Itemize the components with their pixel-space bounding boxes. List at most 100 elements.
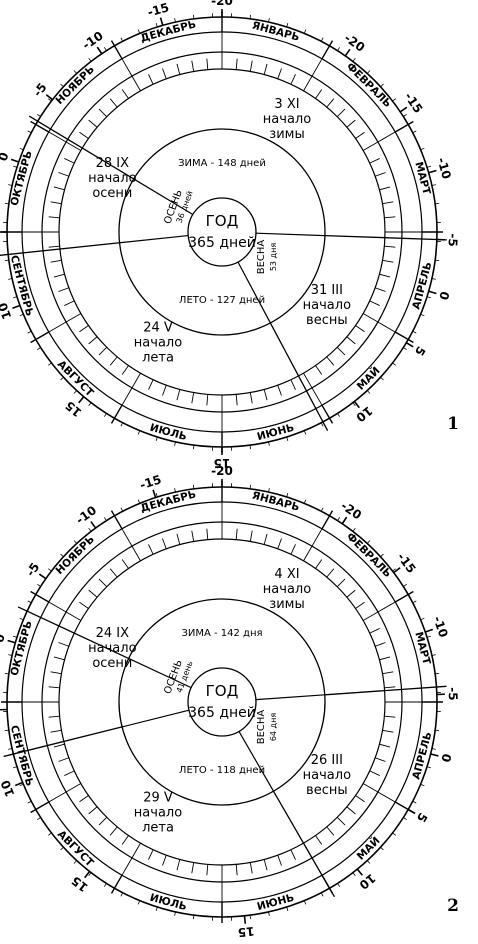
core-circle [188, 668, 256, 736]
day-tick [250, 863, 252, 874]
day-tick [49, 314, 81, 333]
day-tick [192, 863, 194, 874]
scale-tick [435, 730, 439, 731]
season-summer: ЛЕТО - 118 дней [179, 765, 265, 776]
date-autumn: 28 IX [96, 156, 130, 171]
scale-label: 5 [412, 344, 428, 358]
ring [59, 69, 385, 395]
scale-label: -20 [211, 464, 233, 478]
day-tick [379, 274, 390, 277]
day-tick [236, 394, 237, 405]
scale-tick [304, 431, 306, 435]
scale-tick [138, 901, 140, 905]
day-tick [236, 59, 237, 70]
day-tick [49, 716, 60, 717]
day-tick [370, 158, 380, 163]
day-tick [383, 730, 394, 732]
scale-label: 15 [69, 873, 91, 894]
day-tick [337, 347, 345, 355]
scale-tick [48, 833, 51, 835]
season-spoke [270, 323, 327, 431]
scale-tick [421, 784, 425, 786]
day-tick [110, 99, 117, 107]
day-tick [89, 807, 97, 814]
month-label: НОЯБРЬ [54, 534, 97, 577]
scale-tick [413, 801, 417, 803]
day-tick [122, 843, 141, 875]
scale-label: -10 [430, 614, 450, 639]
day-tick [264, 534, 267, 545]
day-tick [99, 347, 107, 355]
scale-tick [193, 445, 194, 449]
ring [42, 52, 402, 412]
day-tick [79, 325, 88, 331]
day-tick [356, 325, 365, 331]
scale-label: 10 [353, 403, 375, 424]
date-summer: начало [134, 805, 182, 820]
day-tick [64, 301, 74, 306]
day-tick [51, 202, 62, 204]
day-tick [291, 850, 296, 860]
scale-tick [435, 203, 439, 204]
scale-marker [12, 306, 20, 309]
day-tick [327, 569, 334, 577]
scale-label: -15 [402, 90, 426, 116]
scale-label: -20 [342, 31, 368, 55]
day-tick [278, 385, 282, 395]
scale-tick [381, 377, 384, 380]
scale-tick [250, 15, 251, 19]
day-tick [122, 59, 141, 91]
day-tick [110, 357, 117, 365]
scale-label: -15 [138, 472, 163, 492]
ring [22, 502, 422, 902]
date-spring: 26 III [311, 753, 343, 768]
date-winter: 4 XI [274, 567, 299, 582]
date-spring: весны [306, 783, 348, 798]
scale-tick [250, 445, 251, 449]
day-tick [64, 158, 74, 163]
scale-tick [250, 485, 251, 489]
scale-label: -5 [446, 687, 460, 701]
scale-marker [153, 490, 155, 498]
scale-tick [28, 601, 32, 603]
figure-number: 2 [447, 896, 459, 916]
day-tick [347, 590, 355, 597]
day-tick [148, 544, 153, 554]
scale-label: -10 [73, 503, 99, 527]
scale-label: -5 [23, 560, 42, 579]
day-tick [264, 859, 267, 870]
scale-tick [321, 893, 323, 897]
day-tick [264, 64, 267, 75]
scale-tick [338, 517, 340, 520]
day-tick [192, 531, 194, 542]
day-tick [162, 855, 166, 865]
day-tick [291, 380, 296, 390]
scale-tick [37, 584, 40, 586]
day-tick [79, 795, 88, 801]
day-tick [99, 109, 107, 117]
scale-label: -10 [80, 29, 106, 53]
day-tick [162, 385, 166, 395]
scale-marker [8, 641, 16, 643]
scale-label: 10 [0, 301, 14, 321]
center-days: 365 дней [188, 235, 256, 251]
scale-marker [79, 397, 84, 403]
day-tick [207, 59, 208, 70]
day-tick [383, 260, 394, 262]
day-tick [58, 642, 68, 646]
day-tick [79, 132, 88, 138]
scale-tick [421, 314, 425, 316]
scale-tick [393, 833, 396, 835]
scale-tick [74, 71, 77, 74]
day-tick [379, 657, 390, 660]
month-label: ОКТЯБРЬ [8, 619, 34, 677]
scale-marker [342, 517, 346, 524]
day-tick [315, 559, 321, 568]
scale-marker [431, 754, 439, 756]
day-tick [177, 389, 180, 400]
scale-tick [413, 131, 417, 133]
scale-marker [357, 869, 362, 875]
scale-tick [413, 331, 417, 333]
scale-tick [381, 84, 384, 87]
scale-marker [406, 343, 413, 347]
